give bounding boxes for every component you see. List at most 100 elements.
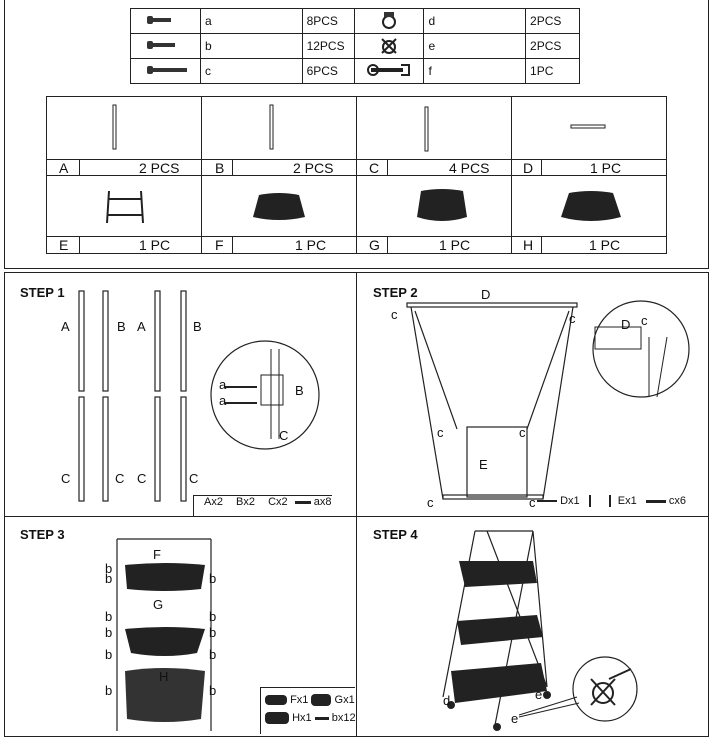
hw-spacer [455,58,527,84]
step2-legend-item: Ex1 [617,495,637,507]
step3-panel: STEP 3 F G H b b b b b b b b b b b Fx1 G… [5,517,356,735]
part-letter: B [215,160,225,176]
part-letter: F [215,237,224,253]
label-b: b [105,625,113,640]
hw-qty: 2PCS [525,8,580,34]
hw-spacer [455,33,527,59]
label-D: D [481,287,491,302]
label-e: e [535,687,543,702]
screw-a-icon [130,8,201,34]
part-f-basket-icon [253,193,305,220]
parts-label-divider [232,236,233,253]
step4-title: STEP 4 [373,527,418,542]
label-b: b [209,647,217,662]
step-divider-vertical [356,272,357,736]
label-G: G [153,597,164,612]
hw-letter: a [199,8,233,34]
label-a: a [219,393,227,408]
part-g-basket-icon [417,189,467,221]
label-C: C [137,471,147,486]
hw-qty: 2PCS [525,33,580,59]
part-qty: 1 PC [589,237,621,253]
label-b: b [209,625,217,640]
label-H: H [159,669,169,684]
label-b: b [105,571,113,586]
part-qty: 2 PCS [139,160,180,176]
label-c: c [519,425,526,440]
hardware-row: c 6PCS f 1PC [130,58,580,84]
step2-legend-item: Dx1 [560,495,580,507]
parts-row-divider [47,175,666,176]
label-b: b [105,647,113,662]
label-D: D [621,317,631,332]
step2-frame-drawing [406,302,578,500]
step3-legend-item: Hx1 [292,712,312,725]
hw-qty: 6PCS [301,58,355,84]
bar-icon [537,500,557,503]
part-h-basket-icon [561,191,621,221]
step3-legend-item: Fx1 [290,694,309,706]
step3-title: STEP 3 [20,527,65,542]
part-d-bar-icon [570,124,606,129]
part-c-tube-icon [424,106,429,152]
label-c: c [569,311,576,326]
parts-label-divider [541,159,542,175]
screw-icon [294,500,311,504]
step2-detail-circle [592,300,690,398]
hw-letter: d [423,8,456,34]
hardware-row: a 8PCS d 2PCS [130,8,580,34]
hw-letter: b [199,33,233,59]
step2-panel: STEP 2 D E c c c c c c D c Dx1 Ex1 cx6 [357,273,707,516]
label-C: C [189,471,199,486]
hw-letter: f [423,58,456,84]
label-c: c [529,495,536,510]
hw-spacer [232,33,303,59]
part-letter: D [523,160,534,176]
label-b: b [105,561,113,576]
part-qty: 1 PC [295,237,327,253]
label-C: C [279,428,289,443]
step2-legend-item: cx6 [668,495,686,507]
step1-legend-item: Ax2 [204,496,223,508]
hw-qty: 12PCS [301,33,355,59]
label-b: b [105,683,113,698]
label-b: b [209,683,217,698]
step4-pointer-lines [518,696,580,718]
parts-label-divider [387,236,388,253]
parts-row-divider [47,159,666,160]
part-letter: A [59,160,69,176]
parts-label-divider [387,159,388,175]
step2-title: STEP 2 [373,285,418,300]
part-qty: 1 PC [439,237,471,253]
step3-legend: Fx1 Gx1 Hx1 bx12 [260,687,356,734]
parts-label-divider [79,236,80,253]
step1-detail-circle [210,340,320,450]
part-qty: 4 PCS [449,160,490,176]
label-c: c [427,495,434,510]
label-B: B [117,319,126,334]
hw-spacer [232,8,303,34]
part-letter: H [523,237,534,253]
step-divider-horizontal [4,516,708,517]
basket-icon [265,695,287,706]
label-B: B [295,383,304,398]
step1-legend-item: ax8 [313,496,332,508]
basket-icon [265,712,289,725]
label-C: C [61,471,71,486]
part-letter: G [369,237,380,253]
label-B: B [193,319,202,334]
hw-letter: e [423,33,456,59]
hardware-table: a 8PCS d 2PCS b 12PCS e 2PCS c 6PCS f 1P… [130,8,580,84]
hw-spacer [232,58,303,84]
parts-table: A 2 PCS B 2 PCS C 4 PCS D 1 PC E 1 PC F … [46,96,667,254]
hw-qty: 8PCS [301,8,355,34]
step4-panel: STEP 4 d e e [357,517,707,735]
step1-tubes-drawing [78,290,187,502]
label-b: b [209,609,217,624]
label-b: b [209,571,217,586]
label-E: E [479,457,488,472]
step1-legend: Ax2 Bx2 Cx2 ax8 [193,495,332,516]
label-d: d [443,693,451,708]
part-a-tube-icon [112,104,117,150]
hw-letter: c [199,58,233,84]
